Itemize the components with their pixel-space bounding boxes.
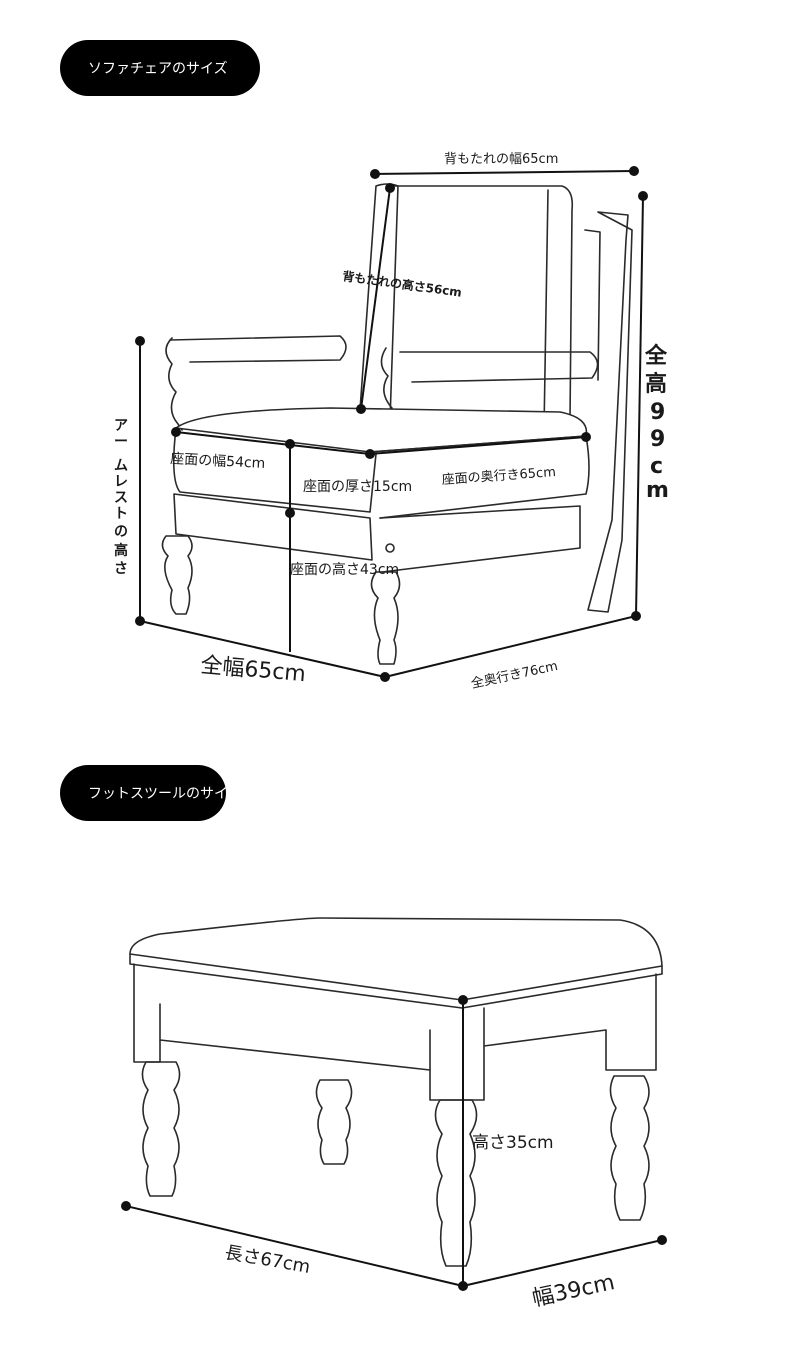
svg-text:レ: レ (114, 474, 128, 490)
stool-size-heading-text: フットスツールのサイズ (88, 786, 226, 802)
sofa-dimension-lines (135, 166, 648, 682)
seat-depth-label: 座面の奥行き65cm (441, 465, 556, 488)
svg-text:c: c (650, 454, 663, 479)
seat-height-label: 座面の高さ43cm (290, 561, 399, 578)
foot-stool-drawing (129, 917, 663, 1267)
svg-text:ー: ー (114, 434, 128, 450)
svg-text:ア: ア (114, 418, 128, 434)
stool-width-label: 幅39cm (530, 1270, 617, 1312)
svg-text:9: 9 (650, 427, 665, 452)
svg-text:ム: ム (114, 458, 128, 474)
stool-size-heading: フットスツールのサイズ (60, 765, 226, 821)
back-height-label: 背もたれの高さ56cm (342, 268, 463, 300)
stool-dimension-labels: 高さ35cm 長さ67cm 幅39cm (223, 1133, 617, 1312)
stool-height-label: 高さ35cm (472, 1133, 554, 1153)
svg-text:高: 高 (645, 371, 667, 397)
sofa-chair-drawing (161, 183, 633, 665)
svg-text:ス: ス (114, 490, 128, 506)
total-depth-label: 全奥行き76cm (470, 658, 560, 692)
svg-text:高: 高 (114, 542, 128, 559)
back-width-label: 背もたれの幅65cm (444, 152, 558, 167)
total-height-label: 全 高 9 9 c m (644, 343, 669, 503)
svg-text:ト: ト (114, 506, 128, 522)
svg-text:さ: さ (114, 561, 128, 577)
svg-text:m: m (646, 478, 669, 503)
sofa-size-heading-text: ソファチェアのサイズ (88, 61, 228, 77)
svg-text:全: 全 (644, 343, 668, 369)
total-width-label: 全幅65cm (199, 653, 306, 687)
sofa-size-heading: ソファチェアのサイズ (60, 40, 260, 96)
svg-text:の: の (114, 524, 128, 540)
stool-dimension-lines (121, 995, 667, 1291)
seat-thickness-label: 座面の厚さ15cm (303, 479, 412, 495)
seat-width-label: 座面の幅54cm (170, 451, 266, 472)
svg-text:9: 9 (650, 400, 665, 425)
arm-height-label: ア ー ム レ ス ト の 高 さ (114, 418, 128, 577)
